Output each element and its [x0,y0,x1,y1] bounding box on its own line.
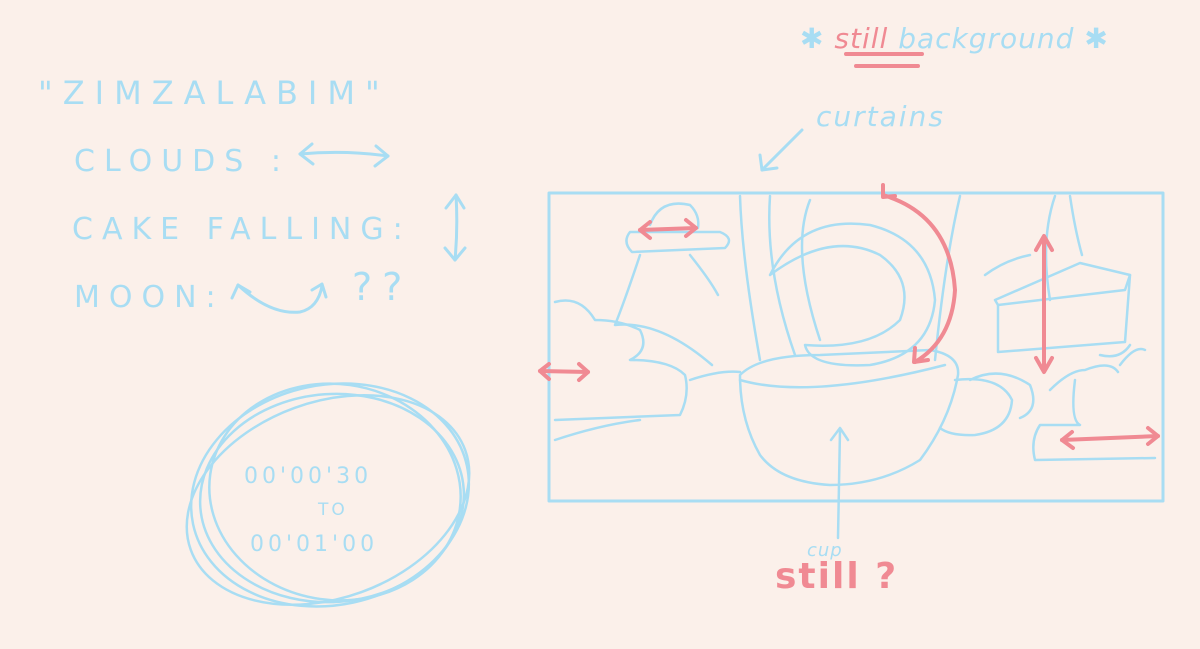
cake-falling-label: CAKE FALLING: [72,212,412,247]
still-background-note: ✱ still background ✱ [800,22,1109,55]
clouds-horizontal-arrow-icon [298,142,390,168]
curtain-right [933,194,962,362]
still-underline [844,52,924,68]
cake-motion-arrow-icon [1034,234,1054,374]
cloud-motion-arrow-right-icon [1060,426,1160,450]
storyboard-frame [547,191,1165,503]
cup-arrow [836,428,842,540]
cup-still-question: still ? [775,556,899,597]
moon-question-marks: ?? [352,265,413,309]
time-to: TO [318,500,348,520]
scene-sketch [553,194,1157,540]
curtains-pointer-arrow-icon [758,128,804,172]
clouds-label: CLOUDS : [74,144,290,179]
cake-slice-right [993,261,1132,354]
cup-handle [938,378,1014,437]
moon-crescent [768,222,937,367]
cup-label: cup [807,540,843,561]
cake-vertical-arrow-icon [443,193,467,262]
time-end: 00'01'00 [250,532,379,557]
still-word: still [834,22,889,55]
curtain-fold [800,198,822,342]
cake-top-left [625,230,731,254]
background-word: background [898,22,1075,55]
cloud-left [553,299,688,422]
cloud-right [968,372,1035,420]
cup-bowl [738,348,960,487]
cloud-motion-arrow-top-icon [638,218,698,240]
time-start: 00'00'30 [244,464,373,489]
moon-label: MOON: [74,280,225,315]
curtains-label: curtains [816,100,945,133]
curtain-left-2 [768,194,797,357]
curtain-left [738,194,762,362]
timestamp-circle [185,382,471,608]
asterisk-right-icon: ✱ [1084,22,1109,55]
asterisk-left-icon: ✱ [800,22,825,55]
moon-curved-arrow-icon [230,282,328,314]
project-title: "ZIMZALABIM" [38,74,390,112]
cloud-motion-arrow-left-icon [538,362,590,382]
moon-motion-arrow-icon [881,183,957,364]
